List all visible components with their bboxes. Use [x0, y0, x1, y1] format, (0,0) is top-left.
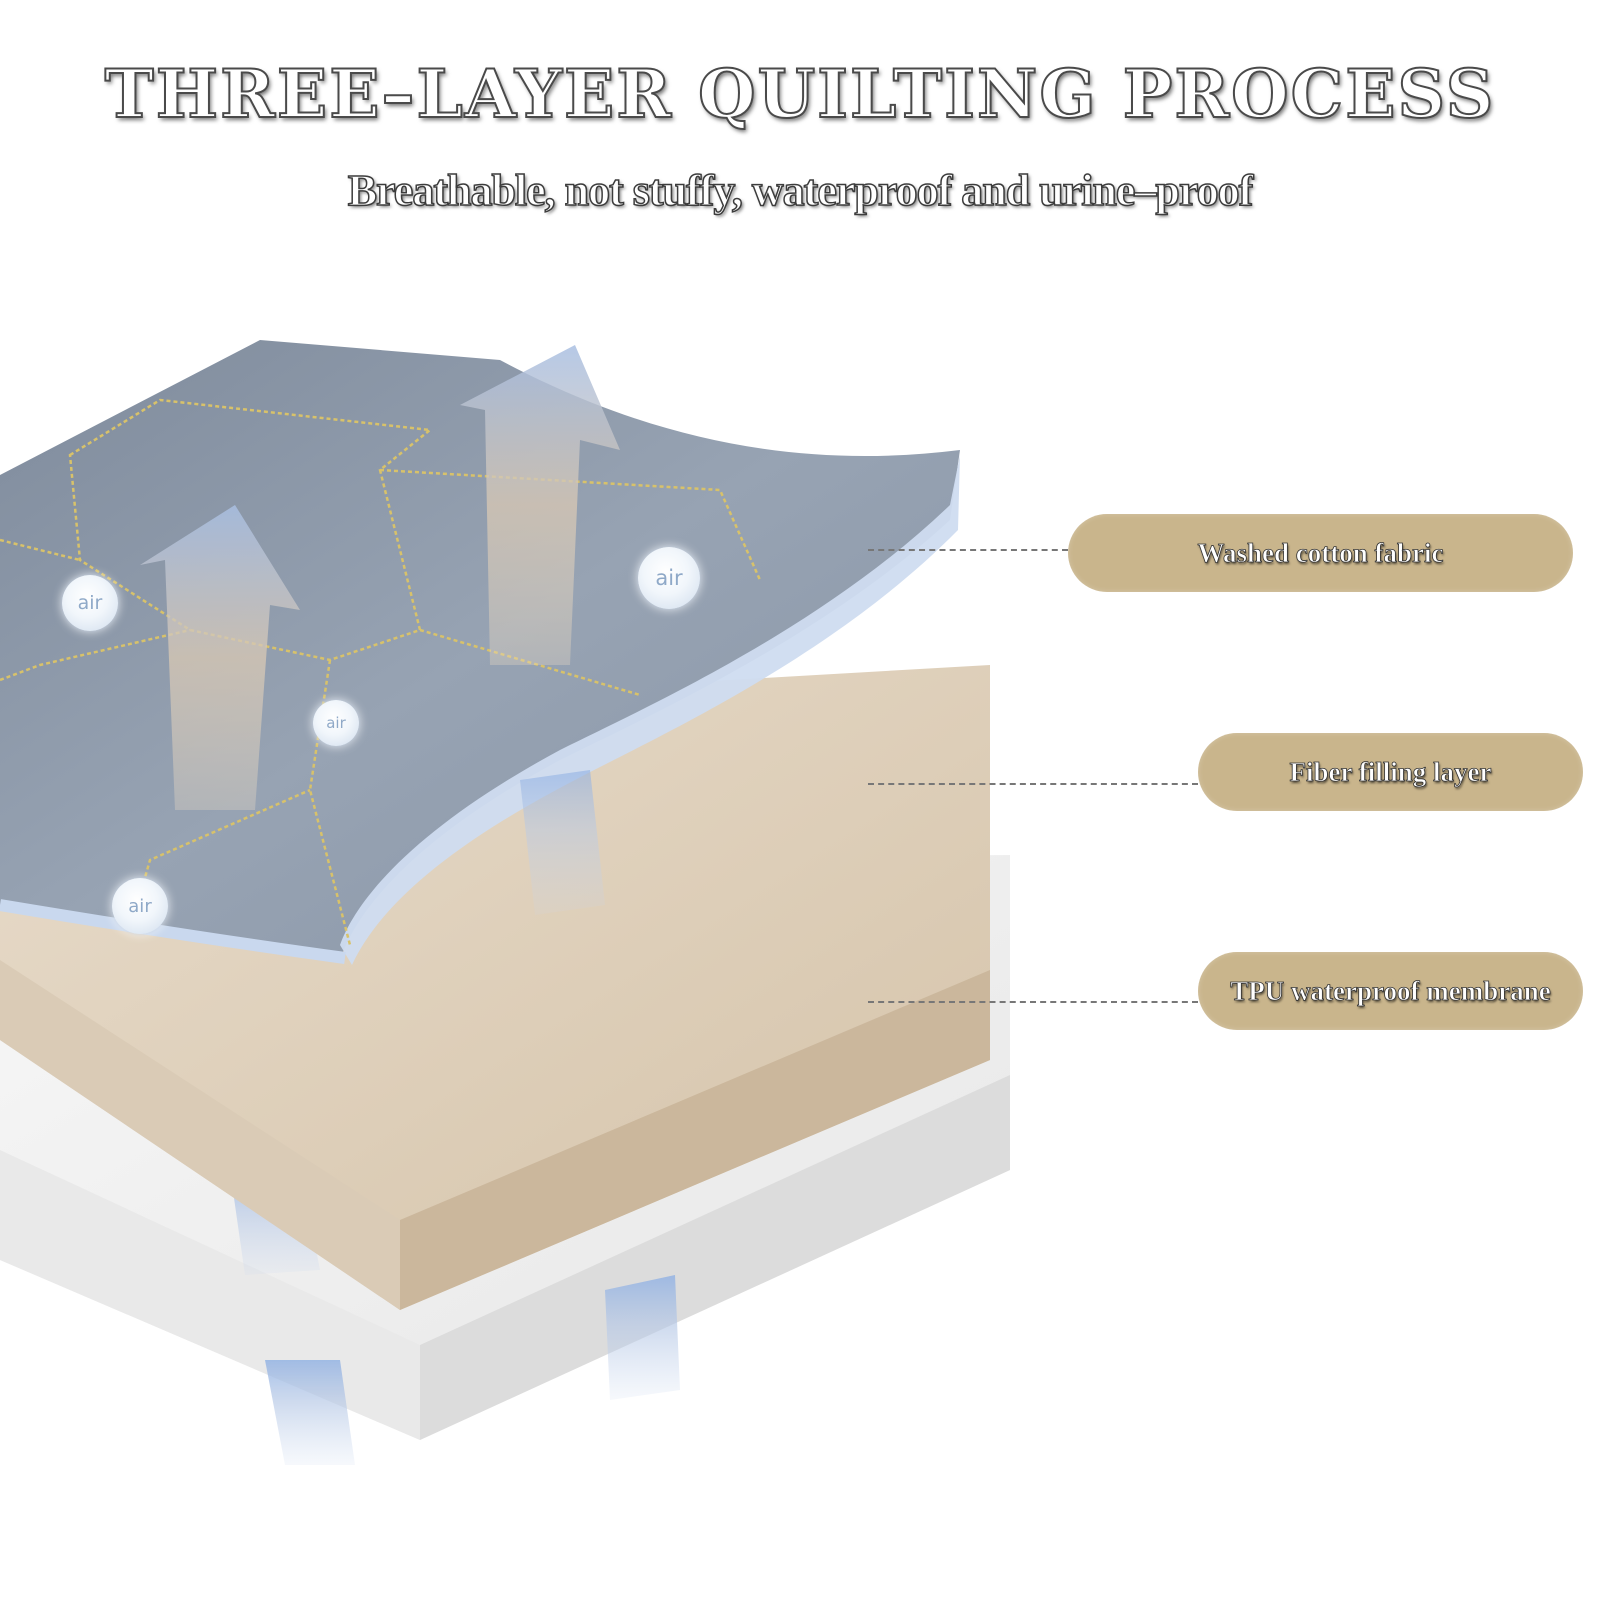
air-bubble-icon: air	[313, 700, 359, 746]
air-bubble-icon: air	[112, 878, 168, 934]
air-bubble-icon: air	[638, 547, 700, 609]
page-subtitle: Breathable, not stuffy, waterproof and u…	[347, 165, 1254, 216]
leader-line-filling	[868, 783, 1198, 785]
label-tpu-waterproof-membrane: TPU waterproof membrane	[1198, 952, 1583, 1030]
page-title: THREE–LAYER QUILTING PROCESS	[104, 54, 1496, 134]
air-bubble-icon: air	[62, 575, 118, 631]
leader-line-membrane	[868, 1001, 1198, 1003]
label-washed-cotton-fabric: Washed cotton fabric	[1068, 514, 1573, 592]
airflow-arrows-upper	[140, 345, 620, 915]
leader-line-cotton	[868, 549, 1068, 551]
label-fiber-filling-layer: Fiber filling layer	[1198, 733, 1583, 811]
